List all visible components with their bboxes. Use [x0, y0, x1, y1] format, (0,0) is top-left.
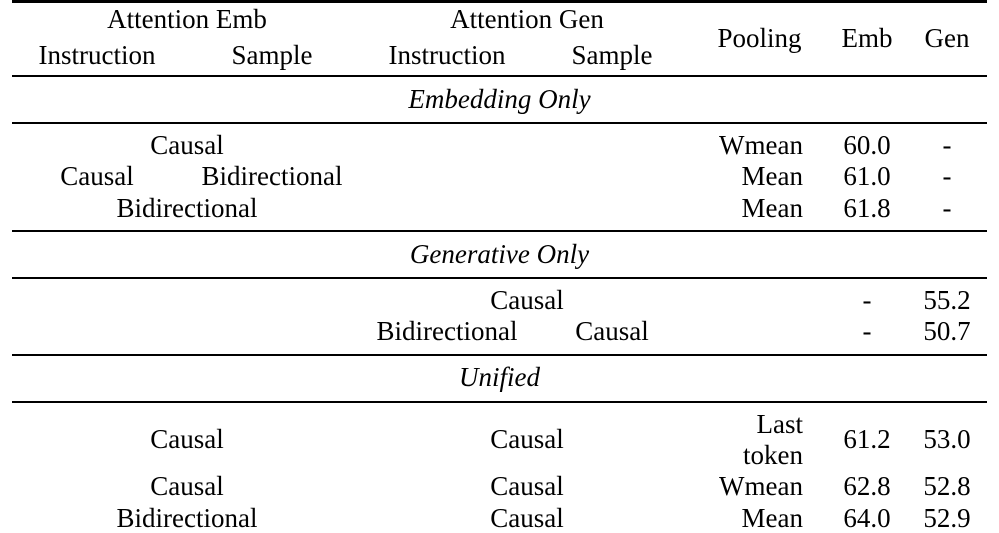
row0-pooling: Wmean — [719, 130, 803, 160]
row6-emb-score: 62.8 — [843, 471, 891, 502]
section-label-unified: Unified — [459, 362, 540, 393]
header-emb: Emb — [841, 23, 893, 54]
row6-emb-attention: Causal — [150, 471, 224, 502]
row6-gen-attention: Causal — [490, 471, 564, 502]
section-label-embedding-only: Embedding Only — [408, 83, 591, 114]
row4-emb-sample — [182, 316, 362, 347]
row7-gen-attention: Causal — [490, 502, 564, 533]
row4-gen-score: 50.7 — [923, 316, 971, 347]
row7-gen-score: 52.9 — [923, 502, 971, 533]
row3-emb-score: - — [862, 284, 872, 315]
row1-emb-score: 61.0 — [843, 161, 891, 192]
row4-pooling — [692, 316, 827, 347]
row1-emb-instruction: Causal — [60, 161, 134, 192]
rule-top — [12, 0, 987, 4]
table-row: Causal - 55.2 — [12, 285, 987, 316]
row0-emb-attention: Causal — [150, 130, 224, 160]
row0-gen-score: - — [942, 130, 952, 160]
header-gen: Gen — [924, 23, 970, 54]
row5-gen-attention: Causal — [490, 424, 564, 455]
row1-gen-sample — [532, 161, 692, 192]
row7-emb-score: 64.0 — [843, 502, 891, 533]
row3-gen-score: 55.2 — [923, 284, 971, 315]
row2-gen-instruction — [362, 193, 532, 224]
header-group-attention-gen: Attention Gen — [450, 4, 604, 35]
results-table: Attention Emb Attention Gen Pooling Emb … — [12, 0, 987, 533]
row2-emb-attention: Bidirectional — [116, 192, 258, 223]
header-emb-sample: Sample — [231, 40, 313, 71]
row5-gen-score: 53.0 — [923, 424, 971, 455]
row4-emb-score: - — [862, 316, 872, 347]
row0-emb-score: 60.0 — [843, 130, 891, 160]
table-row: Causal Bidirectional Mean 61.0 - — [12, 161, 987, 192]
table-row: Causal Causal Last token 61.2 53.0 — [12, 409, 987, 472]
table-row: Bidirectional Mean 61.8 - — [12, 193, 987, 224]
row4-emb-instruction — [12, 316, 182, 347]
row3-gen-attention: Causal — [490, 284, 564, 315]
table-row: Bidirectional Causal - 50.7 — [12, 316, 987, 347]
row6-pooling: Wmean — [719, 471, 803, 502]
header-group-row: Attention Emb Attention Gen Pooling Emb … — [12, 3, 987, 53]
row2-gen-score: - — [942, 192, 952, 223]
header-pooling: Pooling — [717, 23, 802, 54]
row6-gen-score: 52.8 — [923, 471, 971, 502]
row1-gen-instruction — [362, 161, 532, 192]
section-label-row-generative-only: Generative Only — [12, 232, 987, 278]
row4-gen-sample: Causal — [575, 316, 649, 347]
row1-gen-score: - — [942, 161, 952, 192]
row3-emb-instruction — [12, 285, 182, 316]
row5-emb-score: 61.2 — [843, 424, 891, 455]
row2-emb-score: 61.8 — [843, 192, 891, 223]
section-label-generative-only: Generative Only — [409, 238, 590, 269]
spacer — [12, 348, 987, 355]
row3-pooling — [692, 285, 827, 316]
row0-gen-sample — [532, 130, 692, 161]
header-sub-row: Instruction Sample Instruction Sample — [12, 37, 987, 76]
table-row: Causal Causal Wmean 62.8 52.8 — [12, 471, 987, 502]
header-gen-sample: Sample — [571, 40, 653, 71]
row4-gen-instruction: Bidirectional — [376, 316, 518, 347]
row0-gen-instruction — [362, 130, 532, 161]
row7-pooling: Mean — [741, 502, 803, 533]
row7-emb-attention: Bidirectional — [116, 502, 258, 533]
row3-emb-sample — [182, 285, 362, 316]
row1-emb-sample: Bidirectional — [201, 161, 343, 192]
row1-pooling: Mean — [741, 161, 803, 192]
spacer — [12, 224, 987, 231]
row5-emb-attention: Causal — [150, 424, 224, 455]
row2-gen-sample — [532, 193, 692, 224]
header-emb-instruction: Instruction — [38, 40, 156, 71]
header-group-attention-emb: Attention Emb — [107, 4, 267, 35]
table-row: Bidirectional Causal Mean 64.0 52.9 — [12, 503, 987, 533]
row5-pooling: Last token — [743, 408, 803, 470]
section-label-row-unified: Unified — [12, 356, 987, 402]
table-row: Causal Wmean 60.0 - — [12, 130, 987, 161]
header-gen-instruction: Instruction — [388, 40, 506, 71]
row2-pooling: Mean — [741, 192, 803, 223]
section-label-row-embedding-only: Embedding Only — [12, 77, 987, 123]
